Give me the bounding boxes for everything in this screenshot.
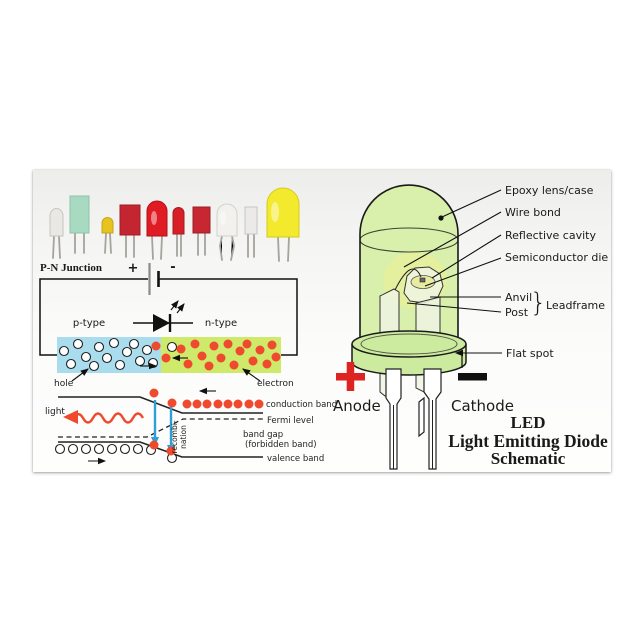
anode-label: Anode bbox=[333, 397, 381, 415]
valence-band-label: valence band bbox=[267, 454, 324, 464]
band-diagram: light recombi- nation conduction band Fe… bbox=[45, 387, 337, 465]
photo-led-4 bbox=[119, 204, 141, 236]
anode-plus-icon bbox=[336, 362, 365, 391]
photo-led-9 bbox=[244, 206, 258, 235]
epoxy-pointer-dot bbox=[438, 215, 444, 221]
photo-led-8 bbox=[216, 203, 238, 237]
recombination-label-2: nation bbox=[179, 425, 188, 449]
recombined-pairs bbox=[149, 440, 176, 456]
led-cross-section: Epoxy lens/case Wire bond Reflective cav… bbox=[351, 184, 608, 470]
poster-title: LED Light Emitting Diode Schematic bbox=[448, 413, 608, 468]
leadframe-brace: } bbox=[530, 288, 547, 318]
flange-seam bbox=[360, 333, 458, 355]
electron-label: electron bbox=[257, 379, 294, 389]
title-line-3: Schematic bbox=[491, 449, 566, 468]
reflective-cavity-label: Reflective cavity bbox=[505, 229, 596, 242]
photo-highlights bbox=[151, 202, 279, 225]
light-wave-arrow bbox=[63, 410, 145, 424]
recombination-label-1: recombi- bbox=[170, 420, 179, 453]
battery-icon: + - bbox=[128, 260, 176, 295]
conduction-electrons bbox=[149, 388, 264, 409]
leader-lines bbox=[403, 189, 502, 357]
circuit-wire-right bbox=[159, 278, 298, 356]
fermi-level-line bbox=[58, 418, 263, 438]
leadframe-label: Leadframe bbox=[546, 299, 605, 312]
hole-label: hole bbox=[54, 379, 74, 389]
hole-pointer-arrow bbox=[71, 368, 89, 382]
flange bbox=[351, 330, 467, 376]
post-label: Post bbox=[505, 306, 529, 319]
pn-junction-title: P-N Junction bbox=[40, 262, 102, 274]
semiconductor-die-label: Semiconductor die bbox=[505, 251, 608, 264]
electron-dots bbox=[151, 339, 281, 371]
anvil-label: Anvil bbox=[505, 291, 532, 304]
led-symbol-icon bbox=[133, 300, 193, 332]
photo-led-2 bbox=[69, 195, 90, 234]
hole-dots bbox=[58, 337, 178, 372]
circuit-wire-left bbox=[39, 278, 148, 356]
cathode-lead-crimp bbox=[418, 396, 425, 438]
photo-led-1 bbox=[49, 208, 64, 237]
photo-led-5 bbox=[146, 200, 168, 237]
cathode-label: Cathode bbox=[451, 397, 514, 415]
led-photo-row bbox=[49, 187, 300, 262]
light-label: light bbox=[45, 407, 65, 417]
battery-minus-label: - bbox=[170, 260, 175, 275]
conduction-band-line bbox=[58, 396, 263, 414]
n-type-label: n-type bbox=[205, 318, 237, 329]
band-gap-label-2: (forbidden band) bbox=[245, 440, 317, 450]
battery-plus-label: + bbox=[128, 261, 139, 276]
electron-pointer-arrow bbox=[242, 368, 261, 382]
p-type-label: p-type bbox=[73, 318, 105, 329]
wire-bond-label: Wire bond bbox=[505, 206, 561, 219]
epoxy-outline bbox=[359, 184, 459, 340]
photo-led-6 bbox=[172, 207, 185, 235]
title-line-2: Light Emitting Diode bbox=[448, 431, 608, 451]
photo-led-10 bbox=[266, 187, 300, 238]
photo-led-3 bbox=[101, 217, 114, 234]
band-gap-label-1: band gap bbox=[243, 430, 283, 440]
valence-holes bbox=[54, 443, 178, 464]
cathode-minus-icon bbox=[458, 373, 487, 381]
semiconductor-die-shape bbox=[419, 277, 426, 283]
epoxy-label: Epoxy lens/case bbox=[505, 184, 594, 197]
wire-bond-shape bbox=[394, 268, 422, 291]
circuit: + - p-type n-type bbox=[39, 260, 298, 389]
led-legs bbox=[52, 232, 290, 262]
valence-band-line bbox=[58, 441, 263, 458]
flat-spot-label: Flat spot bbox=[506, 347, 554, 360]
title-line-1: LED bbox=[511, 413, 546, 432]
conduction-band-label: conduction band bbox=[266, 400, 337, 410]
fermi-level-label: Fermi level bbox=[267, 416, 314, 426]
photo-led-7 bbox=[192, 206, 211, 234]
